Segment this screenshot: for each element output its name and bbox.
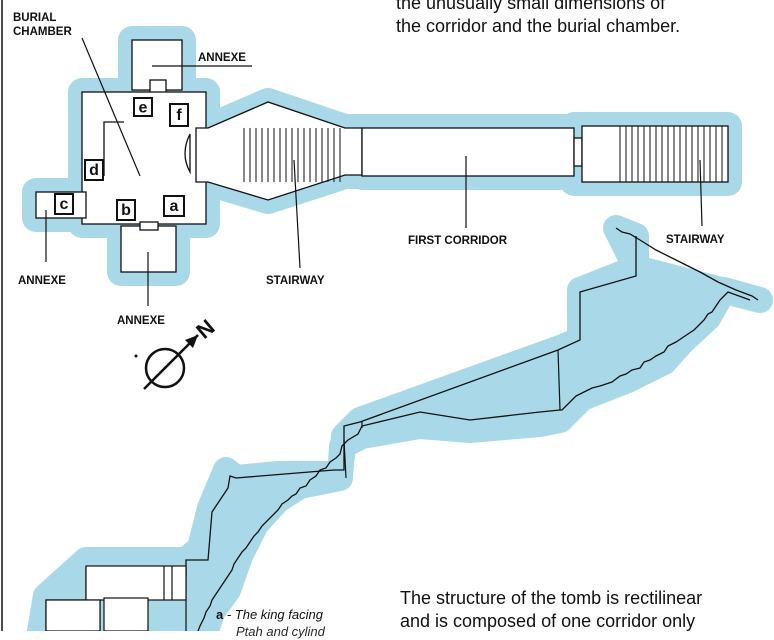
bottom-text-line-2: and is composed of one corridor only	[400, 611, 696, 631]
key-c: c	[54, 193, 74, 215]
leader-lines	[45, 37, 703, 306]
label-annexe-top: ANNEXE	[198, 52, 246, 64]
top-paragraph: the unusually small dimensions of the co…	[396, 0, 774, 38]
key-b: b	[116, 199, 136, 221]
top-text-line-2: the corridor and the burial chamber.	[396, 16, 681, 36]
label-burial-chamber-1: BURIAL	[13, 12, 56, 24]
label-annexe-left: ANNEXE	[18, 275, 66, 287]
label-first-corridor: FIRST CORRIDOR	[408, 235, 508, 247]
ground-surface	[615, 227, 759, 301]
legend-a-continued: Ptah and cylind	[236, 624, 325, 639]
legend-item-a: a - The king facing Ptah and cylind	[216, 606, 325, 640]
svg-text:f: f	[176, 107, 182, 124]
key-e: e	[133, 97, 153, 117]
bottom-paragraph: The structure of the tomb is rectilinear…	[400, 587, 774, 633]
key-f: f	[169, 103, 189, 127]
section-view	[27, 215, 773, 631]
label-annexe-bottom: ANNEXE	[117, 315, 165, 327]
plan-view: e f d c b a BURIAL CHAMBER	[13, 12, 742, 390]
key-d: d	[84, 159, 104, 181]
key-markers: e f d c b a	[54, 97, 189, 221]
first-corridor-room	[361, 127, 575, 177]
legend-a-desc: - The king facing	[223, 607, 323, 622]
bottom-text-line-1: The structure of the tomb is rectilinear	[400, 588, 703, 608]
svg-text:b: b	[121, 202, 131, 219]
svg-text:e: e	[139, 100, 148, 117]
svg-text:d: d	[89, 162, 99, 179]
label-stairway-2: STAIRWAY	[666, 234, 725, 246]
section-floor	[197, 291, 751, 631]
north-arrow-icon	[185, 335, 198, 348]
section-rooms	[45, 565, 187, 631]
plan-labels: BURIAL CHAMBER ANNEXE ANNEXE ANNEXE STAI…	[13, 12, 725, 327]
compass-circle	[144, 347, 186, 389]
key-a: a	[163, 195, 185, 217]
top-text-line-1: the unusually small dimensions of	[396, 0, 666, 13]
stair-treads	[243, 126, 723, 182]
stairway-2-room	[581, 125, 729, 183]
label-stairway-1: STAIRWAY	[266, 275, 325, 287]
svg-text:c: c	[60, 196, 69, 213]
label-burial-chamber-2: CHAMBER	[13, 26, 72, 38]
legend-a-letter: a	[216, 607, 224, 622]
svg-text:a: a	[170, 198, 179, 215]
